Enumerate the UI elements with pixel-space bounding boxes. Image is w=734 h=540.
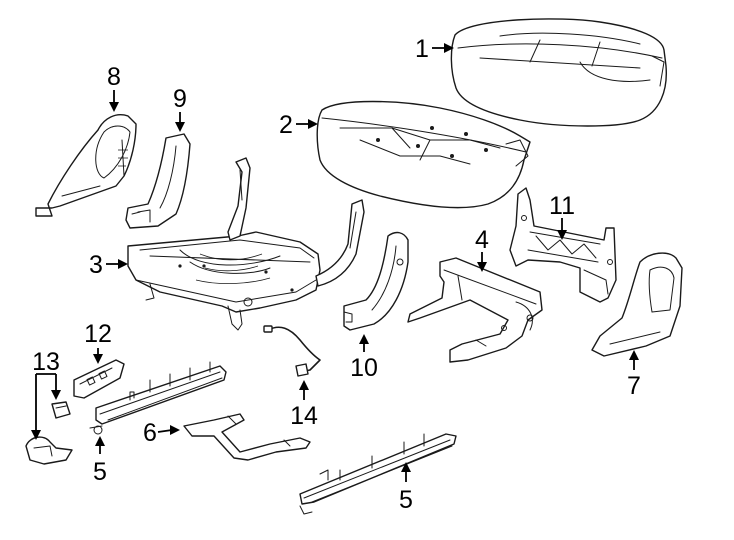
part-4-seat-pan-frame[interactable] — [407, 257, 543, 363]
part-8-side-shield[interactable] — [35, 114, 137, 217]
callout-13: 13 — [32, 348, 60, 376]
callout-3: 3 — [89, 251, 103, 279]
callout-7: 7 — [627, 372, 641, 400]
callout-2: 2 — [279, 111, 293, 139]
callout-14: 14 — [290, 402, 318, 430]
part-2-cushion-pad[interactable] — [316, 100, 531, 209]
part-3-seat-frame[interactable] — [127, 157, 365, 331]
callout-10: 10 — [350, 354, 378, 382]
part-11-back-frame[interactable] — [509, 187, 617, 303]
part-6-release-bar[interactable] — [183, 413, 311, 461]
part-5-seat-track-left[interactable] — [89, 361, 227, 435]
callout-11: 11 — [549, 192, 575, 220]
part-10-inner-shield[interactable] — [343, 231, 409, 331]
part-14-wire-harness[interactable] — [263, 325, 321, 377]
callout-6: 6 — [143, 419, 157, 447]
part-5-seat-track-right[interactable] — [299, 433, 457, 515]
callout-4: 4 — [475, 226, 489, 254]
part-13-trim-caps[interactable] — [25, 401, 73, 465]
callout-12: 12 — [84, 320, 112, 348]
callout-8: 8 — [107, 63, 121, 91]
callout-9: 9 — [173, 85, 187, 113]
part-7-side-trim[interactable] — [591, 252, 683, 357]
callout-labels: 1 2 3 4 5 5 6 7 8 9 10 11 12 13 14 — [32, 35, 641, 514]
leaders — [31, 43, 639, 482]
part-1-cushion-cover[interactable] — [450, 18, 667, 127]
part-9-recliner-cover[interactable] — [125, 133, 191, 229]
callout-1: 1 — [415, 35, 429, 63]
callout-5-right: 5 — [399, 486, 413, 514]
callout-5-left: 5 — [93, 458, 107, 486]
part-12-switch-bezel[interactable] — [73, 359, 125, 399]
